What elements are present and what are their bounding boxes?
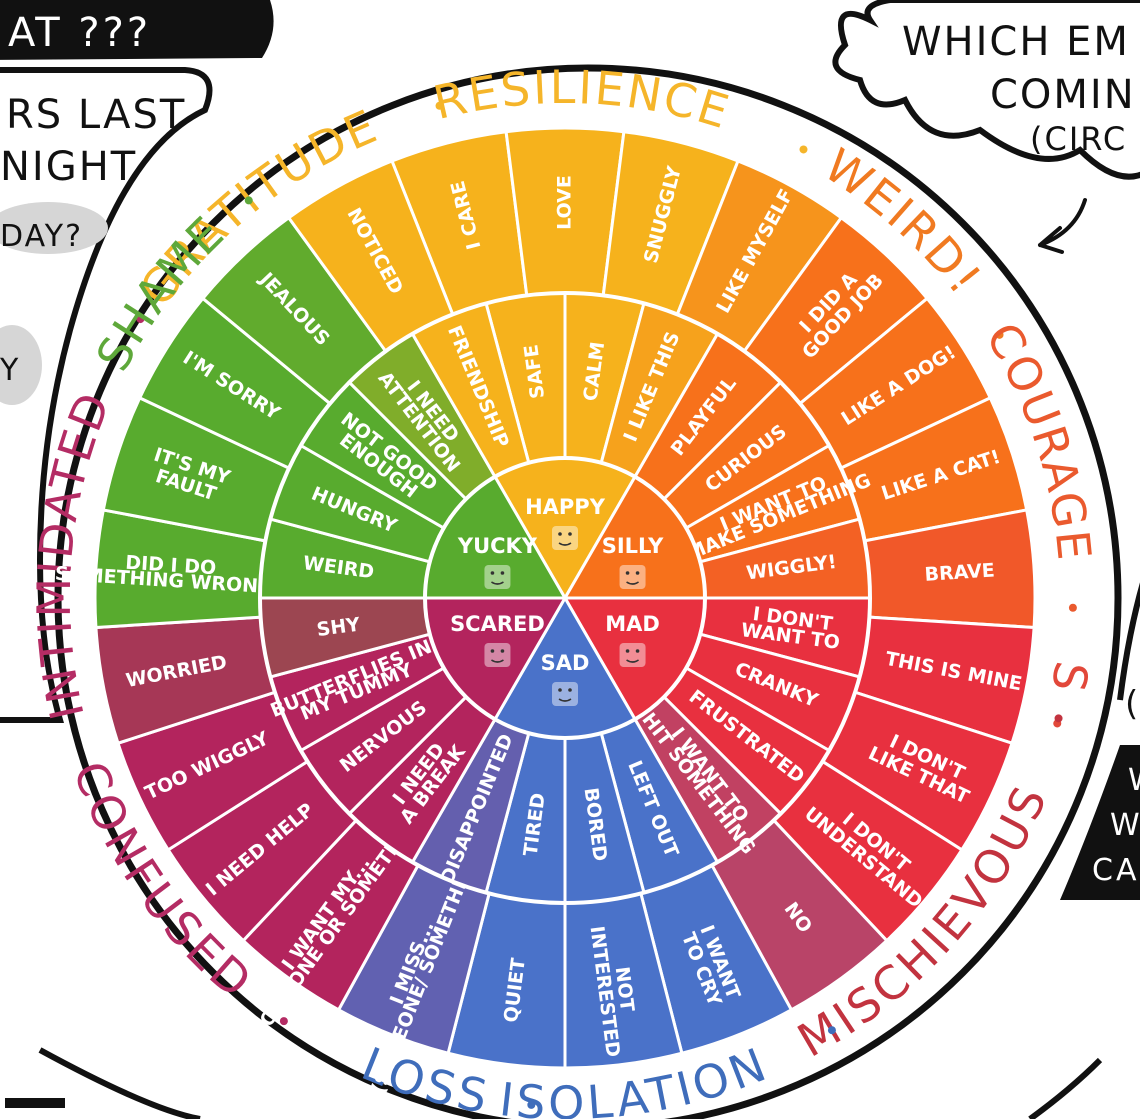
ring-separator-dot: [1068, 603, 1077, 612]
core-label: SCARED: [450, 612, 545, 636]
face-icon: [484, 565, 511, 589]
face-icon: [552, 682, 578, 706]
face-icon: [484, 643, 511, 667]
ring-separator-dot: [244, 196, 253, 205]
right-outline: [1117, 582, 1140, 701]
cloud-text-line2: COMIN: [990, 72, 1136, 118]
top-banner-text: AT ???: [8, 10, 151, 56]
core-label: HAPPY: [525, 495, 606, 519]
bottom-outline: [38, 1047, 1103, 1119]
right-black-box: [1060, 745, 1140, 900]
thought-cloud: [832, 0, 1140, 180]
ring-separator-dot: [995, 330, 1004, 339]
left-outline: [0, 67, 213, 723]
face-icon: [619, 565, 646, 589]
left-text-line2: NIGHT: [0, 144, 137, 190]
ring-separator-dot: [1054, 714, 1063, 723]
right-box-text1: W: [1128, 763, 1140, 798]
right-paren-text: (: [1125, 684, 1140, 724]
outer-label: LOVE: [554, 175, 576, 230]
top-banner: [0, 0, 274, 60]
left-bubble: [0, 202, 108, 254]
left-text-line1: RS LAST: [6, 92, 186, 138]
ring-separator-dot: [279, 1017, 288, 1026]
core-label: SAD: [541, 651, 590, 675]
core-label: MAD: [605, 612, 660, 636]
right-box-text2: W: [1110, 808, 1140, 843]
left-small-text: Y: [0, 353, 20, 388]
face-icon: [619, 643, 646, 667]
core-ring-border: [423, 456, 707, 740]
outer-label: BRAVE: [924, 559, 995, 585]
ring-separator-dot: [799, 145, 808, 154]
ring-separator-dot: [827, 1026, 836, 1035]
cloud-text-line1: WHICH EM: [902, 19, 1130, 65]
ring-separator-dot: [136, 315, 145, 324]
ring-separator-dot: [527, 1100, 536, 1109]
left-small-bubble: [0, 325, 42, 405]
face-icon: [552, 526, 578, 550]
left-bubble-text: DAY?: [0, 219, 83, 254]
bottom-mark: [5, 1098, 65, 1108]
core-label: YUCKY: [457, 534, 538, 558]
middle-ring-border: [258, 291, 872, 905]
right-box-text3: CA: [1092, 853, 1139, 888]
arrow-icon: [1038, 198, 1087, 254]
ring-separator-dot: [435, 101, 444, 110]
cloud-text-line3: (CIRC: [1030, 120, 1127, 158]
core-label: SILLY: [602, 534, 664, 558]
